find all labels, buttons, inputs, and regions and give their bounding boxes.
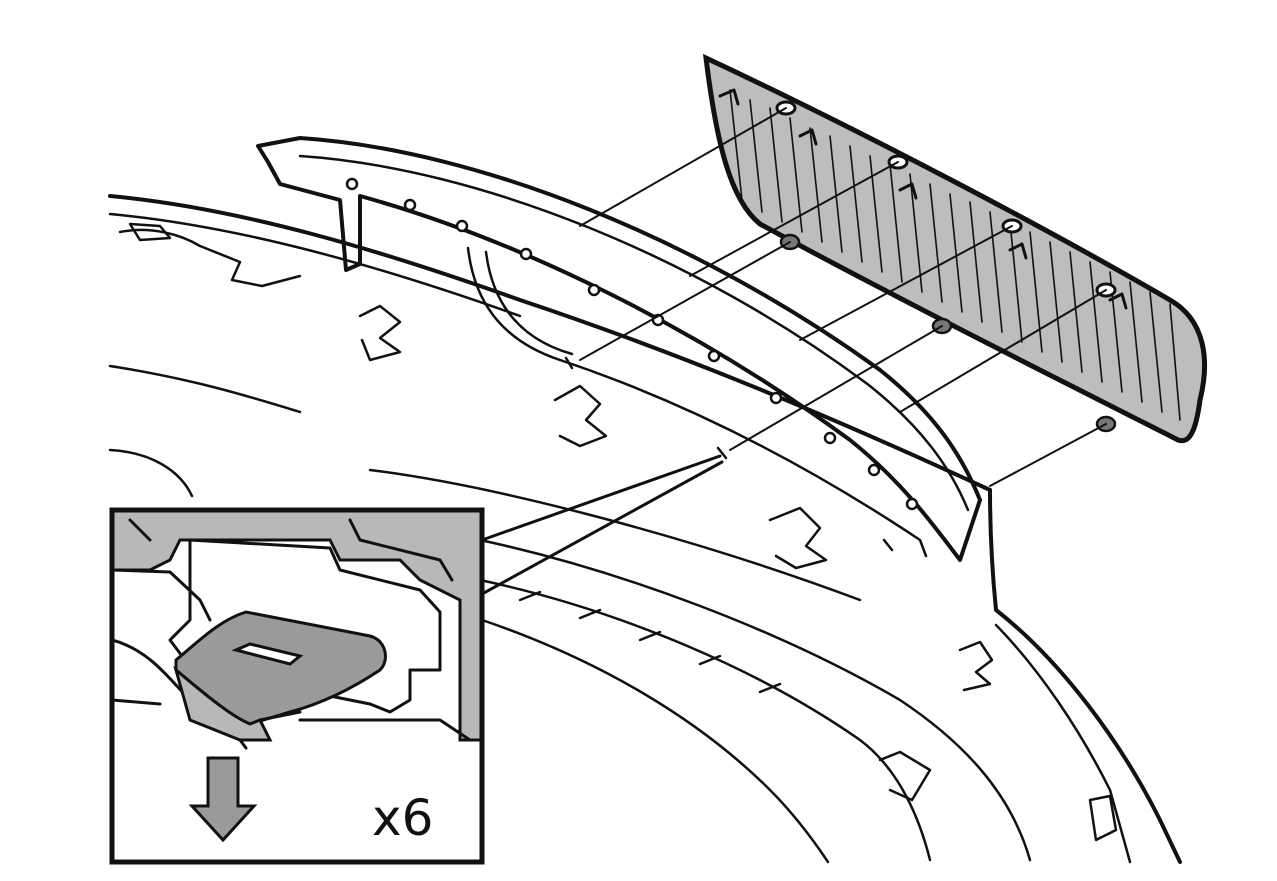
arrow-down-icon (188, 756, 258, 843)
upper-trim-strip (256, 136, 982, 562)
bumper-cover (108, 194, 1182, 864)
grille-panel (702, 53, 1207, 444)
detail-inset: x6 (109, 507, 485, 865)
retaining-clip (173, 610, 387, 750)
trim-mounting-holes (345, 177, 919, 511)
inset-frame (109, 507, 485, 865)
quantity-label: x6 (372, 789, 433, 847)
callout-leader (480, 454, 724, 596)
alignment-lines (579, 107, 1107, 487)
